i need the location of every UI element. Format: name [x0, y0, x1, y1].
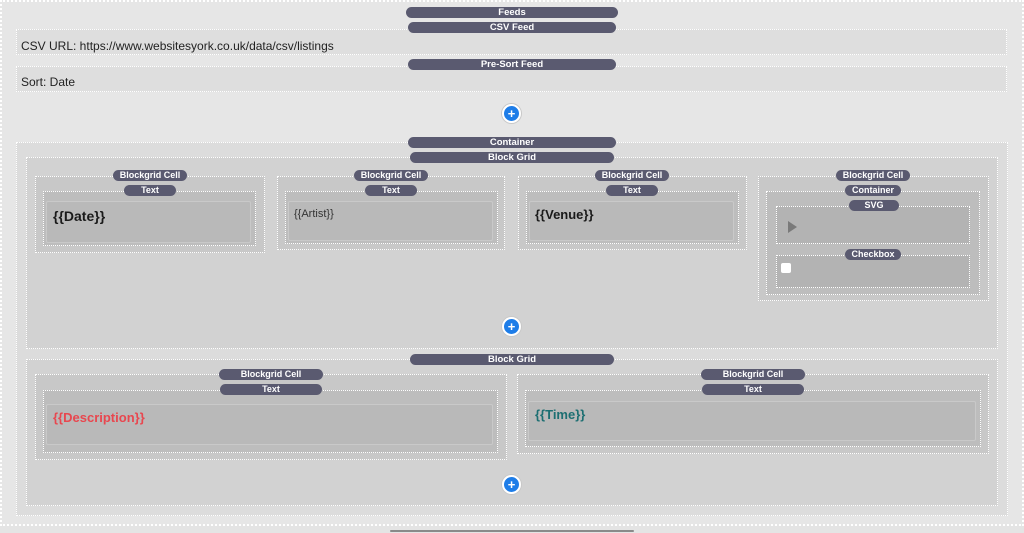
cell-4-container-label[interactable]: Container [845, 185, 901, 196]
presort-feed-label[interactable]: Pre-Sort Feed [408, 59, 616, 70]
time-placeholder: {{Time}} [535, 407, 586, 422]
play-icon [788, 221, 797, 233]
add-grid-2-button[interactable]: + [502, 475, 521, 494]
cell-2-text-content[interactable]: {{Artist}} [288, 201, 493, 241]
svg-label[interactable]: SVG [849, 200, 899, 211]
csv-feed-label[interactable]: CSV Feed [408, 22, 616, 33]
csv-url-field[interactable]: CSV URL: https://www.websitesyork.co.uk/… [16, 29, 1007, 55]
grid2-cell-1-text-content[interactable]: {{Description}} [46, 404, 493, 445]
cell-1-text-content[interactable]: {{Date}} [46, 201, 251, 243]
grid2-cell-1-text-label[interactable]: Text [220, 384, 322, 395]
cell-1-label[interactable]: Blockgrid Cell [113, 170, 187, 181]
svg-block[interactable] [776, 206, 970, 244]
checkbox-label[interactable]: Checkbox [845, 249, 901, 260]
description-placeholder: {{Description}} [53, 410, 145, 425]
cell-1-text-label[interactable]: Text [124, 185, 176, 196]
grid2-cell-1-label[interactable]: Blockgrid Cell [219, 369, 323, 380]
add-grid-1-button[interactable]: + [502, 317, 521, 336]
horizontal-scrollbar[interactable] [390, 530, 634, 532]
cell-3-text-label[interactable]: Text [606, 185, 658, 196]
csv-url-text: CSV URL: https://www.websitesyork.co.uk/… [21, 39, 334, 53]
cell-3-text-content[interactable]: {{Venue}} [529, 201, 734, 241]
add-feed-button[interactable]: + [502, 104, 521, 123]
grid2-cell-2-label[interactable]: Blockgrid Cell [701, 369, 805, 380]
feeds-label[interactable]: Feeds [406, 7, 618, 18]
cell-2-label[interactable]: Blockgrid Cell [354, 170, 428, 181]
cell-3-label[interactable]: Blockgrid Cell [595, 170, 669, 181]
artist-placeholder: {{Artist}} [294, 208, 334, 220]
checkbox-block [776, 255, 970, 288]
date-placeholder: {{Date}} [53, 208, 106, 224]
block-grid-1-label[interactable]: Block Grid [410, 152, 614, 163]
cell-4-label[interactable]: Blockgrid Cell [836, 170, 910, 181]
grid2-cell-2-text-label[interactable]: Text [702, 384, 804, 395]
container-label[interactable]: Container [408, 137, 616, 148]
venue-placeholder: {{Venue}} [535, 207, 594, 222]
cell-2-text-label[interactable]: Text [365, 185, 417, 196]
block-grid-2-label[interactable]: Block Grid [410, 354, 614, 365]
checkbox-input[interactable] [781, 263, 791, 273]
grid2-cell-2-text-content[interactable]: {{Time}} [528, 401, 976, 441]
sort-text: Sort: Date [21, 75, 76, 89]
